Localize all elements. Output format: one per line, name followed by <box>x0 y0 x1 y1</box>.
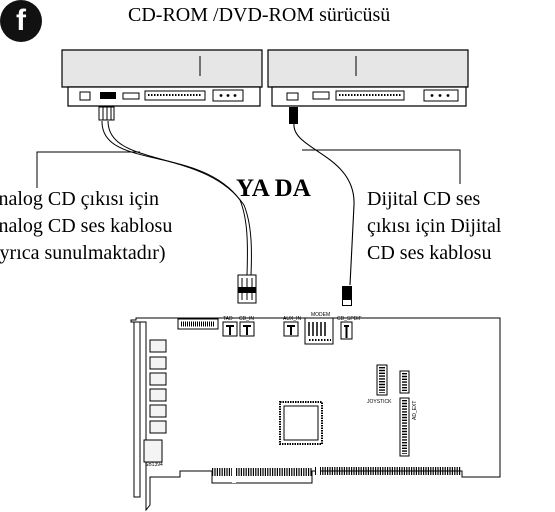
digital-caption-line-3: CD ses kablosu <box>367 242 492 264</box>
analog-caption-line-2: Analog CD ses kablosu <box>0 215 173 237</box>
dvdrom-drive-right <box>267 49 469 107</box>
or-separator: YA DA <box>236 175 311 202</box>
diagram-title: CD-ROM /DVD-ROM sürücüsü <box>128 4 391 26</box>
tad-label: TAD <box>223 316 233 322</box>
digital-caption-line-1: Dijital CD ses <box>367 188 481 210</box>
joystick-label: JOYSTICK <box>367 399 392 405</box>
analog-cable-caption: Analog CD çıkısı için Analog CD ses kabl… <box>0 186 172 267</box>
modem-label: MODEM <box>311 312 331 318</box>
digital-cable-caption: Dijital CD ses çıkısı için Dijital CD se… <box>367 186 501 267</box>
analog-caption-line-1: Analog CD çıkısı için <box>0 188 159 210</box>
cd-in-label: CD_IN <box>239 316 255 322</box>
sound-card <box>130 317 501 512</box>
step-badge: f <box>0 0 42 42</box>
digital-cd-cable <box>289 107 355 306</box>
analog-caption-line-3: (ayrıca sunulmaktadır) <box>0 242 166 264</box>
cd-spdif-label: CD_SPDIF <box>337 316 362 322</box>
digital-caption-line-2: çıkısı için Dijital <box>367 215 502 237</box>
aux-in-label: AUX_IN <box>283 316 302 322</box>
analog-cd-cable <box>98 106 257 304</box>
ad-ext-label: AD_EXT <box>412 400 418 420</box>
left-callout-line <box>36 151 140 188</box>
cdrom-drive-left <box>61 49 263 107</box>
sb1394-label: SB1394 <box>145 462 163 468</box>
right-callout-line <box>302 149 461 184</box>
